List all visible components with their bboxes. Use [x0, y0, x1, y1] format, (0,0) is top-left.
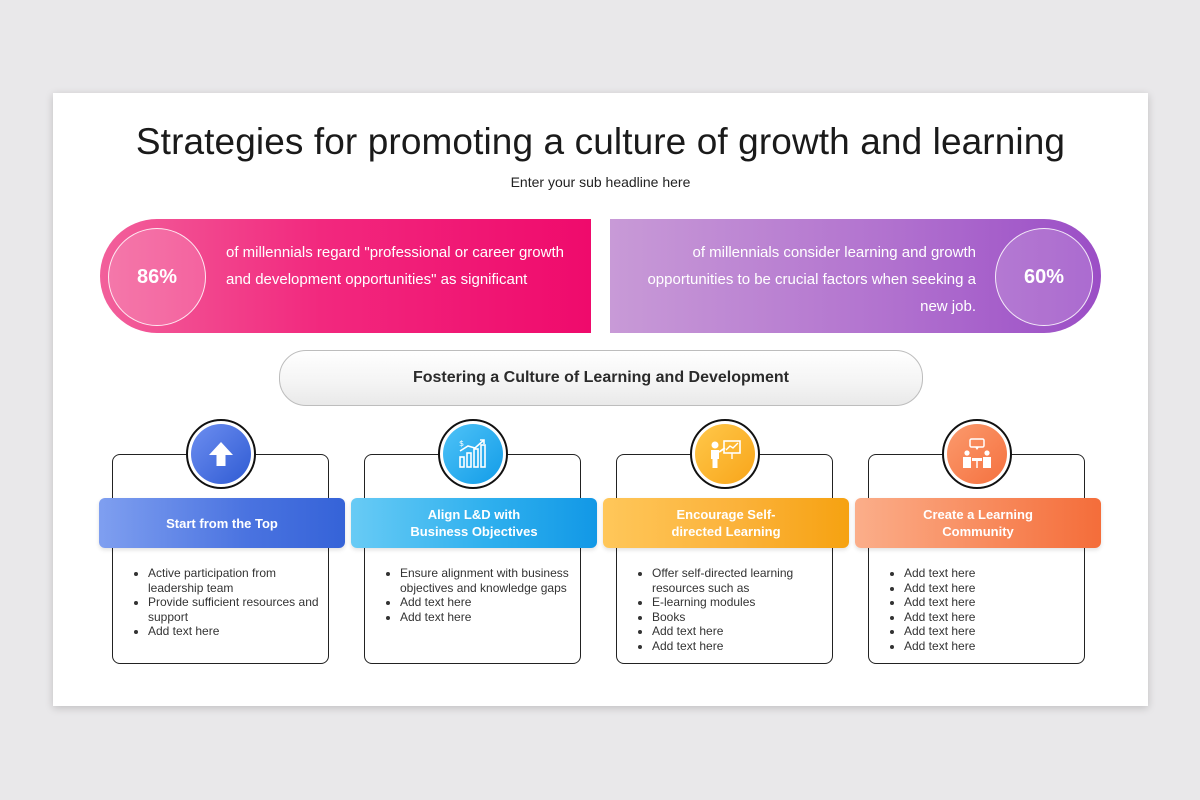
page-title: Strategies for promoting a culture of gr… — [135, 121, 1066, 162]
stat-description: of millennials consider learning and gro… — [647, 244, 976, 315]
bullet-item: Ensure alignment with business objective… — [400, 566, 582, 595]
bullet-item: E-learning modules — [652, 595, 834, 610]
page-subtitle: Enter your sub headline here — [510, 174, 691, 190]
card-frame — [364, 454, 581, 664]
card-title: Align L&D with Business Objectives — [351, 498, 597, 548]
strategy-card: Encourage Self-directed Learning Offer s… — [603, 419, 853, 665]
bullet-item: Add text here — [904, 610, 1086, 625]
bullet-item: Books — [652, 610, 834, 625]
card-title: Create a Learning Community — [855, 498, 1101, 548]
stat-banner-right: of millennials consider learning and gro… — [610, 219, 1101, 333]
card-icon-circle — [942, 419, 1012, 489]
section-heading: Fostering a Culture of Learning and Deve… — [279, 350, 923, 406]
bullet-item: Provide sufficient resources and support — [148, 595, 330, 624]
svg-text:$: $ — [459, 439, 464, 448]
bullet-item: Add text here — [400, 610, 582, 625]
bullet-item: Add text here — [652, 624, 834, 639]
arrow-up-icon — [209, 442, 233, 466]
strategy-card: $ Align L&D with Business Objectives Ens… — [351, 419, 601, 665]
card-icon-circle: $ — [438, 419, 508, 489]
card-bullet-list: Active participation from leadership tea… — [130, 566, 330, 639]
card-bullet-list: Add text hereAdd text hereAdd text hereA… — [886, 566, 1086, 654]
growth-chart-icon: $ — [459, 439, 486, 468]
slide: Strategies for promoting a culture of gr… — [53, 93, 1148, 706]
stat-value-circle: 86% — [108, 228, 206, 326]
card-title: Encourage Self-directed Learning — [603, 498, 849, 548]
card-title: Start from the Top — [99, 498, 345, 548]
card-frame — [112, 454, 329, 664]
card-bullet-list: Ensure alignment with business objective… — [382, 566, 582, 624]
meeting-icon — [963, 438, 991, 468]
stat-banner-left: 86% of millennials regard "professional … — [100, 219, 591, 333]
strategy-card: Start from the Top Active participation … — [99, 419, 349, 665]
bullet-item: Add text here — [904, 566, 1086, 581]
bullet-item: Add text here — [148, 624, 330, 639]
card-bullet-list: Offer self-directed learning resources s… — [634, 566, 834, 654]
card-frame — [616, 454, 833, 664]
bullet-item: Active participation from leadership tea… — [148, 566, 330, 595]
stat-description: of millennials regard "professional or c… — [226, 244, 564, 288]
bullet-item: Add text here — [904, 639, 1086, 654]
bullet-item: Offer self-directed learning resources s… — [652, 566, 834, 595]
bullet-item: Add text here — [904, 624, 1086, 639]
strategy-card: Create a Learning Community Add text her… — [855, 419, 1105, 665]
stat-value-circle: 60% — [995, 228, 1093, 326]
bullet-item: Add text here — [904, 581, 1086, 596]
bullet-item: Add text here — [652, 639, 834, 654]
bullet-item: Add text here — [904, 595, 1086, 610]
card-icon-circle — [690, 419, 760, 489]
bullet-item: Add text here — [400, 595, 582, 610]
presenter-icon — [711, 440, 741, 468]
card-icon-circle — [186, 419, 256, 489]
